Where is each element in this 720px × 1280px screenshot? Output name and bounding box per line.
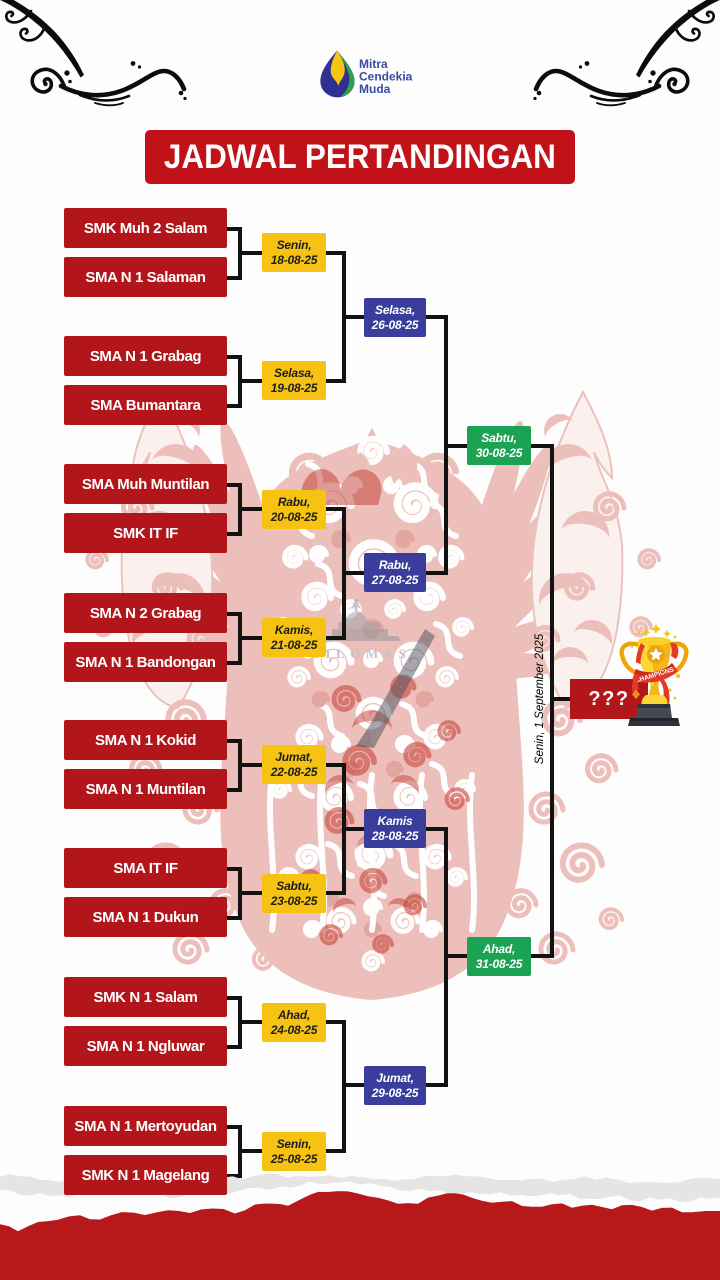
svg-text:Cendekia: Cendekia [359,70,413,84]
svg-text:SILOMAS: SILOMAS [313,646,411,661]
svg-text:Muda: Muda [359,82,391,96]
svg-text:Mitra: Mitra [359,57,388,71]
